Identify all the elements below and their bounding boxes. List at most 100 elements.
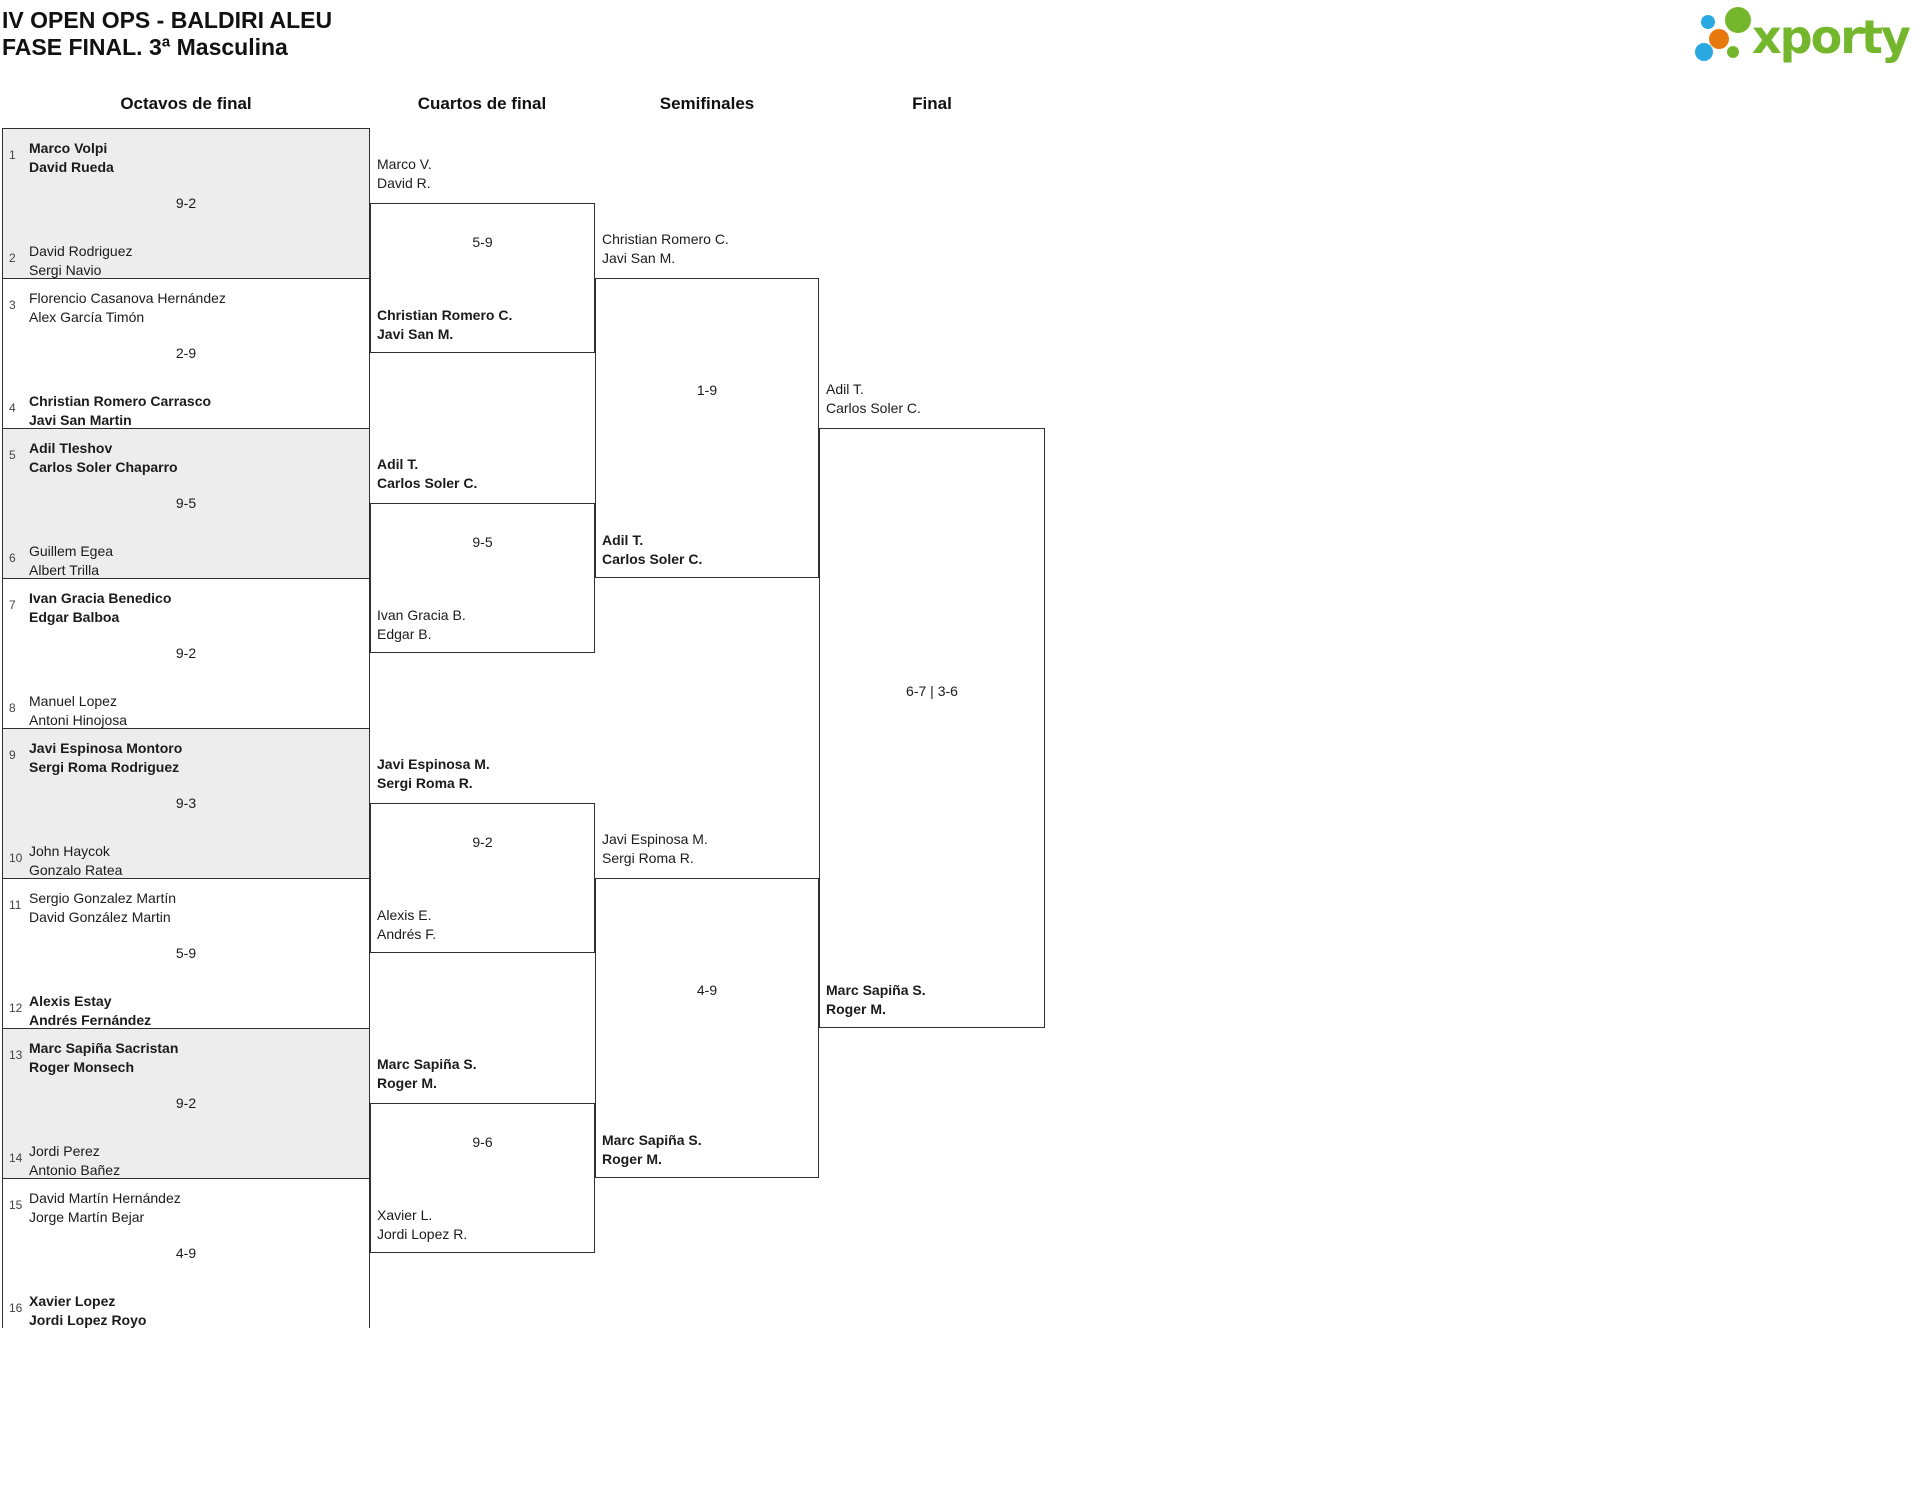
cuartos-team-bottom: Alexis E. Andrés F. xyxy=(377,906,436,944)
match-score: 9-2 xyxy=(175,195,197,211)
team-player: Alex García Timón xyxy=(29,309,145,325)
cuartos-team-bottom: Christian Romero C.Javi San M. xyxy=(377,306,512,344)
seed-number: 10 xyxy=(9,851,23,865)
seed-number: 7 xyxy=(9,598,16,612)
team-player: Florencio Casanova Hernández xyxy=(29,290,226,306)
team-player: Adil T. xyxy=(377,456,419,472)
cuartos-team-bottom: Xavier L.Jordi Lopez R. xyxy=(377,1206,467,1244)
team-player: Xavier L. xyxy=(377,1207,433,1223)
team-player: Adil T. xyxy=(602,532,644,548)
match-score: 9-2 xyxy=(175,1095,197,1111)
team-player: Javi San Martin xyxy=(29,412,132,428)
seed-number: 3 xyxy=(9,298,16,312)
team-player: Marc Sapiña S. xyxy=(377,1056,477,1072)
logo-dot-blue-small xyxy=(1701,15,1715,29)
team-player: Roger M. xyxy=(602,1151,662,1167)
team-player: Adil T. xyxy=(826,381,864,397)
semifinal-match-box xyxy=(595,278,819,578)
team-player: Javi Espinosa M. xyxy=(602,831,708,847)
final-score: 6-7 | 3-6 xyxy=(906,683,958,699)
team-player: Xavier Lopez xyxy=(29,1293,116,1309)
match-score: 2-9 xyxy=(175,345,197,361)
seed-number: 6 xyxy=(9,551,16,565)
match-score: 9-5 xyxy=(175,495,197,511)
cuartos-team-top: Marc Sapiña S.Roger M. xyxy=(377,1055,477,1093)
cuartos-match-box xyxy=(370,803,595,953)
cuartos-match-box xyxy=(370,503,595,653)
seed-number: 11 xyxy=(9,898,22,912)
team-player: Edgar B. xyxy=(377,626,432,642)
cuartos-score: 9-6 xyxy=(472,1134,493,1150)
seed-number: 4 xyxy=(9,401,16,415)
seed-number: 12 xyxy=(9,1001,23,1015)
cuartos-team-top: Marco V.David R. xyxy=(377,155,432,193)
team-player: Javi Espinosa M. xyxy=(377,756,490,772)
xporty-logo[interactable]: xporty xyxy=(1692,4,1917,70)
team-player: Marc Sapiña S. xyxy=(826,982,926,998)
round-header-final: Final xyxy=(912,94,952,113)
seed-number: 2 xyxy=(9,251,16,265)
team-player: Albert Trilla xyxy=(29,562,100,578)
semifinal-score: 4-9 xyxy=(696,982,718,998)
match-score: 4-9 xyxy=(175,1245,197,1261)
seed-number: 13 xyxy=(9,1048,23,1062)
match-score: 5-9 xyxy=(175,945,197,961)
semifinal-team-bottom: Adil T.Carlos Soler C. xyxy=(602,531,702,569)
team-player: Andrés F. xyxy=(377,926,437,942)
team-player: Marc Sapiña S. xyxy=(602,1132,702,1148)
team-player: Javi San M. xyxy=(377,326,454,342)
team-player: David Rueda xyxy=(29,159,114,175)
cuartos-team-top: Adil T. Carlos Soler C. xyxy=(377,455,477,493)
logo-dot-green-small xyxy=(1727,46,1739,58)
team-player: Manuel Lopez xyxy=(29,693,117,709)
logo-dot-orange xyxy=(1709,29,1729,49)
team-player: Carlos Soler C. xyxy=(377,475,478,491)
cuartos-team-bottom: Ivan Gracia B. Edgar B. xyxy=(377,606,466,644)
final-team-top: Adil T.Carlos Soler C. xyxy=(826,380,921,418)
team-player: Antoni Hinojosa xyxy=(29,712,128,728)
round-header-cuartos: Cuartos de final xyxy=(417,94,547,113)
team-player: Marco Volpi xyxy=(29,140,108,156)
team-player: Andrés Fernández xyxy=(29,1012,152,1028)
seed-number: 9 xyxy=(9,748,16,762)
match-score: 9-3 xyxy=(175,795,197,811)
team-player: John Haycok xyxy=(29,843,110,859)
team-player: Ivan Gracia B. xyxy=(377,607,466,623)
page-title: IV OPEN OPS - BALDIRI ALEU FASE FINAL. 3… xyxy=(2,7,332,61)
team-player: Jorge Martín Bejar xyxy=(29,1209,145,1225)
team-player: David González Martin xyxy=(29,909,171,925)
team-player: David Rodriguez xyxy=(29,243,133,259)
tournament-name: IV OPEN OPS - BALDIRI ALEU xyxy=(2,7,333,33)
seed-number: 14 xyxy=(9,1151,23,1165)
cuartos-match-box xyxy=(370,1103,595,1253)
semifinal-team-bottom: Marc Sapiña S. Roger M. xyxy=(602,1131,702,1169)
team-player: Alexis E. xyxy=(377,907,432,923)
team-player: Edgar Balboa xyxy=(29,609,120,625)
logo-dot-green-big xyxy=(1725,7,1751,33)
final-team-bottom: Marc Sapiña S.Roger M. xyxy=(826,981,926,1019)
team-player: Javi Espinosa Montoro xyxy=(29,740,183,756)
round-header-octavos: Octavos de final xyxy=(120,94,252,113)
cuartos-score: 9-5 xyxy=(472,534,493,550)
final-match-box xyxy=(819,428,1045,1028)
semifinal-team-top: Christian Romero C.Javi San M. xyxy=(602,230,729,268)
match-score: 9-2 xyxy=(175,645,197,661)
